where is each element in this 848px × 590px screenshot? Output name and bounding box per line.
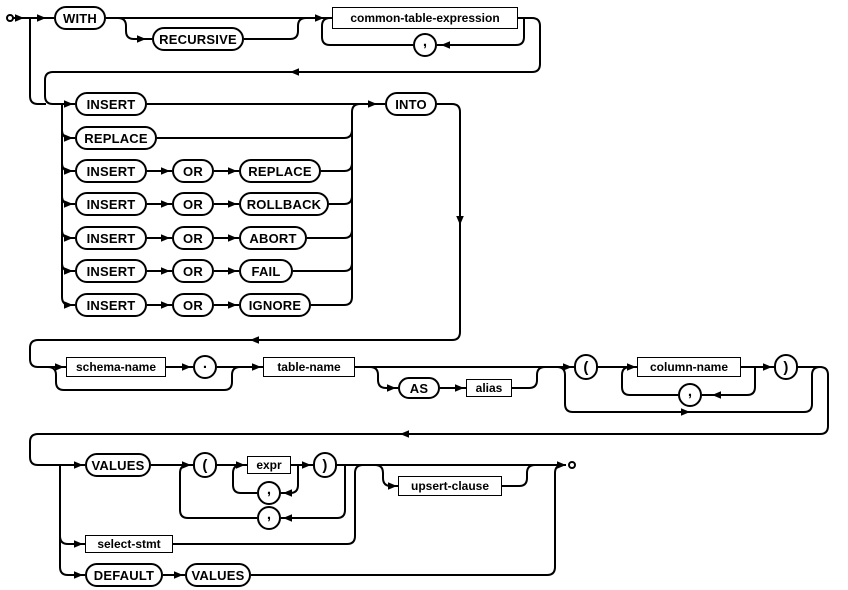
keyword-rollback: ROLLBACK: [239, 192, 329, 216]
comma-row-separator: ,: [257, 506, 281, 530]
keyword-into: INTO: [385, 92, 437, 116]
comma-column-separator: ,: [678, 383, 702, 407]
keyword-as: AS: [398, 377, 440, 399]
keyword-or-4: OR: [172, 259, 214, 283]
keyword-default: DEFAULT: [85, 563, 163, 587]
nonterminal-common-table-expression[interactable]: common-table-expression: [332, 7, 518, 29]
keyword-replace-1: REPLACE: [75, 126, 157, 150]
keyword-insert-1: INSERT: [75, 92, 147, 116]
start-terminal: [6, 14, 14, 22]
close-paren-columns: ): [774, 354, 798, 380]
keyword-abort: ABORT: [239, 226, 307, 250]
keyword-with: WITH: [54, 6, 106, 30]
keyword-or-2: OR: [172, 192, 214, 216]
open-paren-values: (: [193, 452, 217, 478]
keyword-insert-4: INSERT: [75, 226, 147, 250]
comma-expr-separator: ,: [257, 481, 281, 505]
keyword-replace-2: REPLACE: [239, 159, 321, 183]
end-terminal: [568, 461, 576, 469]
nonterminal-table-name[interactable]: table-name: [263, 357, 355, 377]
nonterminal-column-name[interactable]: column-name: [637, 357, 741, 377]
keyword-insert-2: INSERT: [75, 159, 147, 183]
nonterminal-upsert-clause[interactable]: upsert-clause: [398, 476, 502, 496]
keyword-or-5: OR: [172, 293, 214, 317]
close-paren-values: ): [313, 452, 337, 478]
nonterminal-select-stmt[interactable]: select-stmt: [85, 535, 173, 553]
dot-separator: .: [193, 355, 217, 379]
nonterminal-schema-name[interactable]: schema-name: [66, 357, 166, 377]
nonterminal-expr[interactable]: expr: [247, 456, 291, 474]
keyword-values-1: VALUES: [85, 453, 151, 477]
comma-cte-separator: ,: [413, 33, 437, 57]
keyword-insert-6: INSERT: [75, 293, 147, 317]
keyword-fail: FAIL: [239, 259, 293, 283]
keyword-recursive: RECURSIVE: [152, 27, 244, 51]
keyword-or-1: OR: [172, 159, 214, 183]
keyword-or-3: OR: [172, 226, 214, 250]
keyword-insert-3: INSERT: [75, 192, 147, 216]
keyword-ignore: IGNORE: [239, 293, 311, 317]
keyword-insert-5: INSERT: [75, 259, 147, 283]
keyword-values-2: VALUES: [185, 563, 251, 587]
nonterminal-alias[interactable]: alias: [466, 379, 512, 397]
open-paren-columns: (: [574, 354, 598, 380]
